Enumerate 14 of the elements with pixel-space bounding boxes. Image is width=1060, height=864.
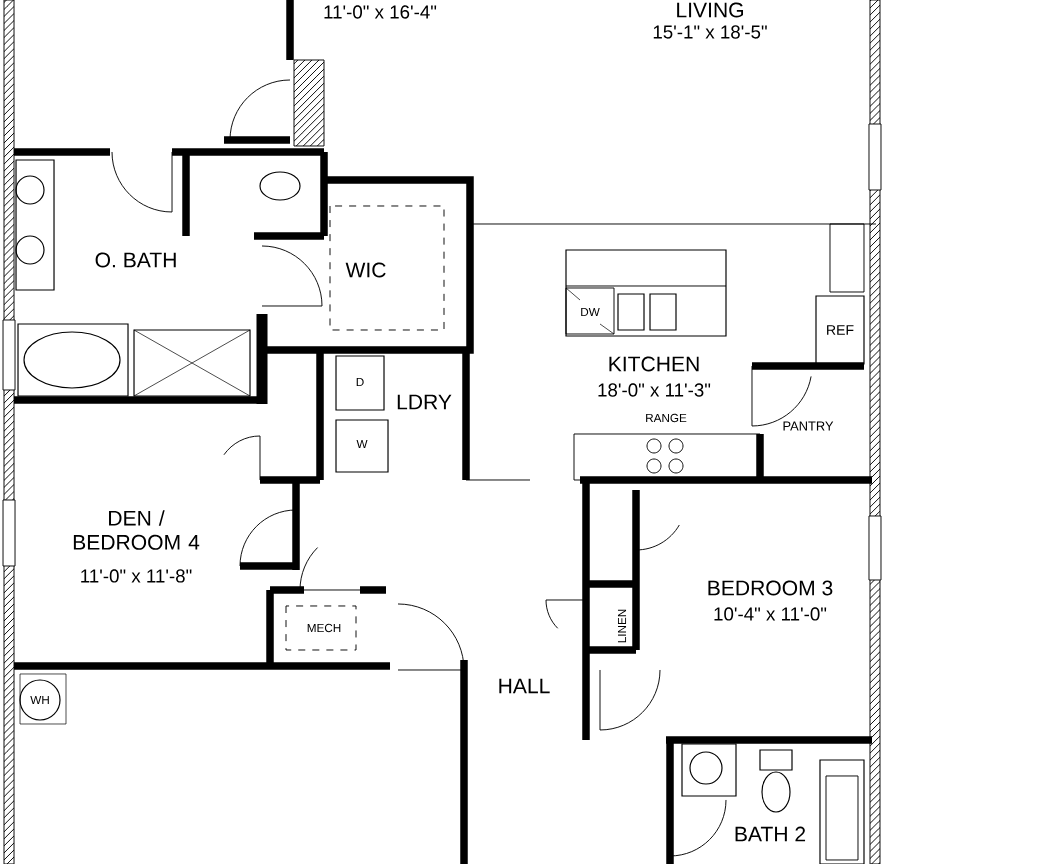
room-name: LDRY: [397, 394, 452, 410]
room-name: KITCHEN: [609, 356, 699, 372]
room-dimensions: 11'-0" x 11'-8": [81, 569, 192, 583]
room-dimensions: 10'-4" x 11'-0": [714, 607, 827, 621]
room-name: LIVING: [677, 2, 743, 18]
room-dimensions: 11'-0" x 16'-4": [324, 5, 437, 19]
room-name: O. BATH: [95, 252, 176, 268]
room-name: BEDROOM 3: [708, 580, 833, 596]
room-dimensions: 15'-1" x 18'-5": [653, 25, 767, 39]
room-name: DEN / BEDROOM 4: [73, 510, 200, 550]
room-name: WIC: [345, 262, 386, 278]
room-dimensions: 18'-0" x 11'-3": [598, 383, 711, 397]
room-name: HALL: [499, 678, 550, 694]
room-name: BATH 2: [735, 826, 806, 842]
